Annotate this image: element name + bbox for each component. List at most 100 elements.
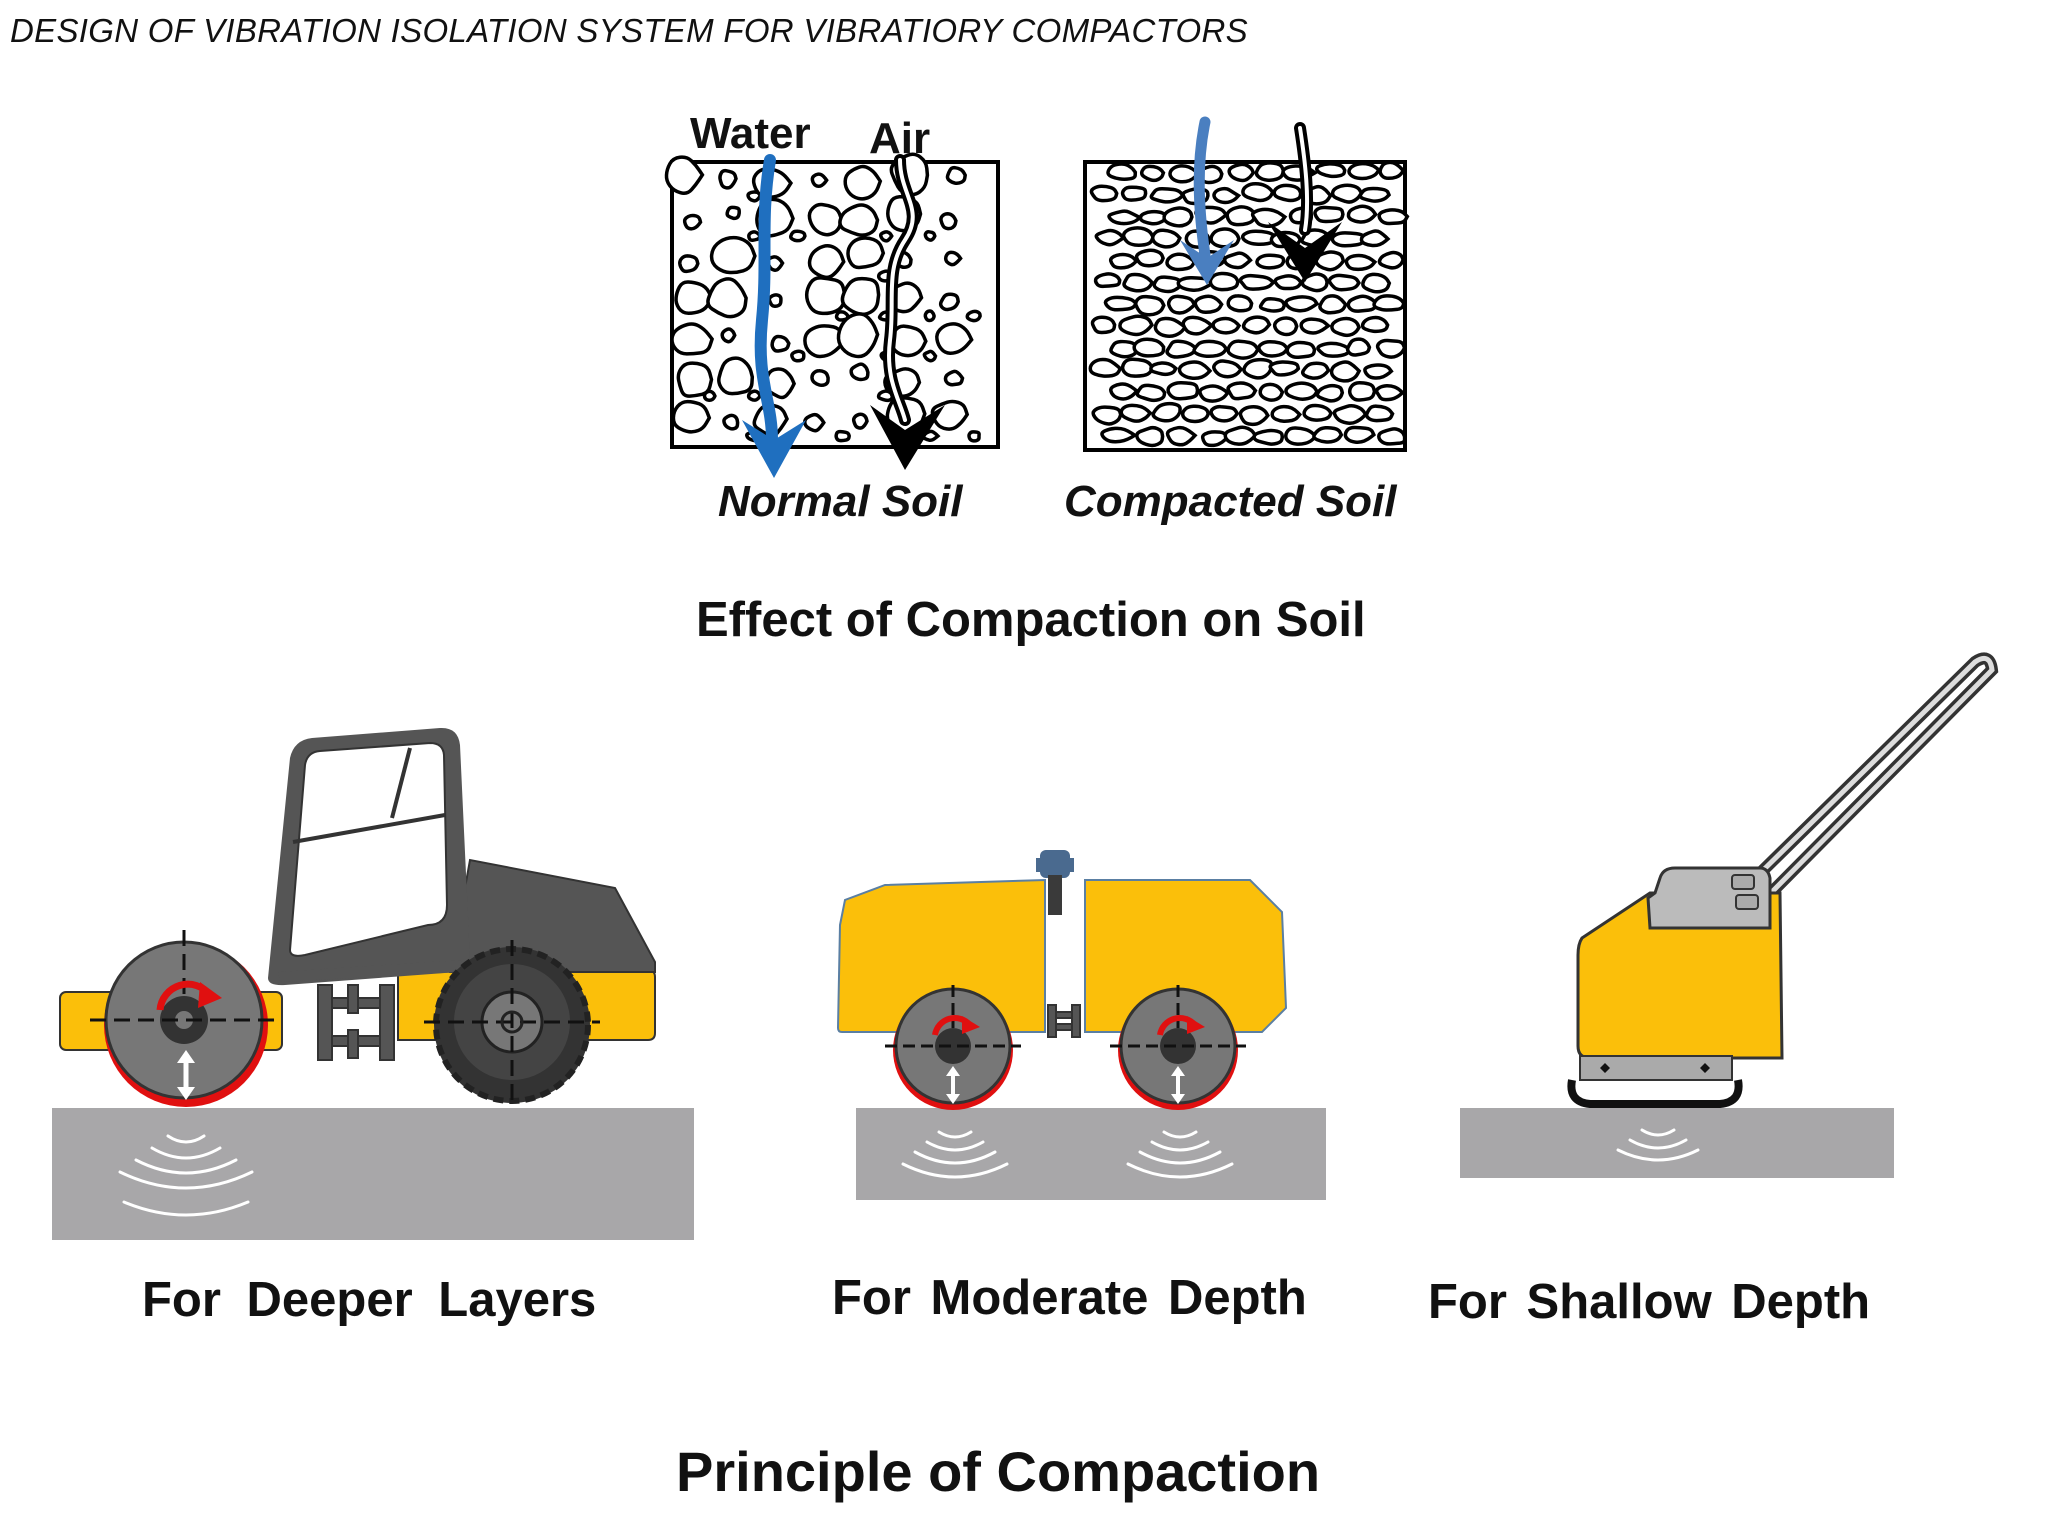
soil-stone: [1120, 185, 1148, 202]
soil-stone: [722, 413, 740, 431]
soil-stone: [1347, 380, 1377, 402]
soil-stone: [1374, 384, 1406, 402]
soil-stone: [1198, 384, 1231, 403]
soil-stone: [1299, 317, 1332, 335]
soil-stone: [1138, 209, 1170, 226]
soil-stone: [1209, 404, 1240, 423]
soil-stone: [1330, 231, 1369, 248]
soil-stone: [965, 309, 982, 323]
soil-stone: [1284, 426, 1319, 446]
soil-stone: [1359, 229, 1391, 248]
soil-stone: [1250, 207, 1288, 229]
ground-deep: [52, 1108, 694, 1240]
soil-stone: [1165, 425, 1198, 447]
soil-stone: [717, 356, 755, 396]
soil-stone: [770, 334, 791, 353]
soil-stone: [1327, 273, 1361, 292]
soil-stone: [1241, 182, 1275, 203]
soil-stone: [1316, 341, 1354, 358]
soil-stone: [923, 309, 936, 323]
principle-caption: Principle of Compaction: [676, 1440, 1321, 1503]
single-drum-roller: [59, 727, 656, 1108]
soil-stone: [1108, 252, 1139, 270]
soil-stone: [803, 324, 848, 359]
soil-stone: [1318, 294, 1348, 315]
soil-stone: [1315, 383, 1345, 403]
soil-stone: [1226, 381, 1258, 401]
soil-stone: [1258, 297, 1287, 313]
soil-stone: [1242, 357, 1274, 380]
soil-stone: [804, 276, 847, 316]
soil-stone: [1378, 160, 1406, 181]
vibration-waves-deep: [118, 1134, 254, 1217]
soil-stone: [836, 312, 880, 359]
soil-stone: [1360, 315, 1390, 334]
soil-stone: [664, 155, 705, 195]
water-arrowhead-normal: [742, 420, 806, 478]
soil-stone: [1168, 164, 1201, 184]
soil-stone: [1257, 340, 1290, 358]
soil-stone: [846, 236, 886, 270]
moderate-depth-label: For Moderate Depth: [832, 1271, 1307, 1325]
soil-stone: [1330, 316, 1361, 338]
soil-stone: [1255, 253, 1286, 270]
soil-stone: [807, 244, 846, 280]
air-label: Air: [869, 114, 931, 163]
vibration-waves-shallow: [1616, 1128, 1700, 1162]
soil-stone: [922, 349, 938, 363]
soil-stone: [843, 164, 883, 201]
soil-stone: [1151, 401, 1182, 423]
vibrating-drum: [90, 930, 280, 1107]
soil-stone: [670, 322, 715, 356]
soil-stone: [1300, 361, 1331, 380]
page-header: DESIGN OF VIBRATION ISOLATION SYSTEM FOR…: [10, 12, 1248, 49]
water-label: Water: [690, 109, 811, 158]
normal-soil-label: Normal Soil: [718, 477, 963, 526]
soil-stone: [725, 205, 741, 221]
soil-stone: [702, 389, 717, 402]
soil-stone: [1090, 315, 1117, 335]
soil-stone: [1377, 250, 1405, 270]
water-flow-arrow-compacted: [1193, 116, 1211, 261]
soil-stone: [1120, 357, 1155, 378]
soil-stone: [709, 235, 757, 275]
soil-stone: [1177, 360, 1213, 381]
air-flow-arrow-normal: [870, 154, 945, 470]
shallow-depth-label: For Shallow Depth: [1428, 1275, 1871, 1329]
air-flow-arrow-compacted: [1268, 122, 1342, 282]
soil-stone: [1106, 162, 1138, 181]
soil-stone: [747, 230, 763, 242]
soil-stone: [938, 292, 961, 312]
soil-stone: [671, 399, 712, 434]
tandem-roller: [836, 850, 1288, 1110]
soil-stone: [1165, 339, 1200, 359]
soil-stone: [788, 229, 807, 243]
vibration-waves-moderate-left: [901, 1130, 1009, 1179]
soil-stone: [1166, 380, 1200, 401]
soil-stone: [1377, 427, 1407, 446]
tandem-coupling: [1047, 1004, 1081, 1038]
soil-stone: [939, 211, 958, 231]
soil-stone: [718, 168, 738, 190]
soil-stone: [1209, 227, 1241, 249]
soil-stone: [1375, 338, 1407, 359]
front-drum: [885, 985, 1021, 1110]
soil-stone: [1100, 426, 1139, 444]
soil-stone: [682, 213, 703, 231]
soil-stone: [1270, 404, 1303, 423]
soil-stone: [1149, 186, 1186, 204]
soil-stone: [1223, 425, 1258, 446]
soil-stone: [1109, 382, 1140, 401]
soil-stone: [1330, 183, 1364, 204]
soil-stone: [1346, 294, 1380, 313]
soil-stone: [1103, 295, 1139, 312]
soil-stone: [1272, 183, 1303, 203]
soil-stone: [810, 369, 830, 387]
soil-stone: [1346, 204, 1378, 224]
soil-stone: [1150, 228, 1182, 249]
soil-stone: [746, 190, 762, 203]
soil-stone: [1193, 294, 1224, 315]
rear-tire: [424, 940, 600, 1108]
soil-stone: [1258, 382, 1285, 402]
soil-stone: [1091, 405, 1123, 426]
